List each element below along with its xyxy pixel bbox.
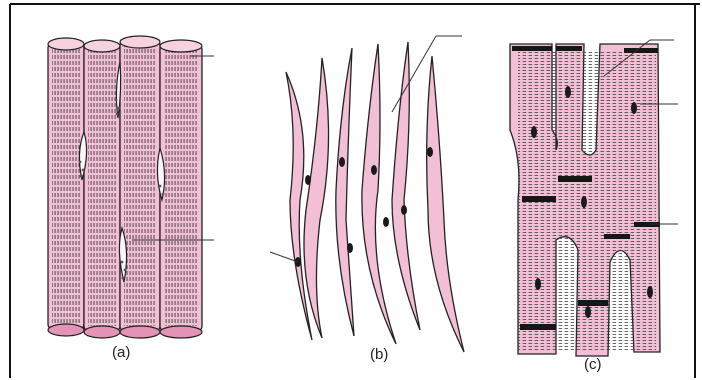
- smooth-fibre: [304, 58, 329, 338]
- panel-label-b: (b): [370, 346, 388, 363]
- panel-label-c: (c): [584, 356, 602, 373]
- smooth-fibre: [427, 56, 464, 352]
- panel-b-smooth-muscle: [270, 36, 464, 352]
- smooth-fibre: [392, 42, 420, 330]
- skeletal-fibre: [120, 40, 160, 332]
- skeletal-fibre: [84, 44, 120, 332]
- skeletal-fibre: [48, 42, 84, 330]
- skeletal-fibre: [160, 44, 202, 332]
- panel-c-cardiac-muscle: [510, 40, 678, 356]
- panel-label-a: (a): [112, 344, 130, 361]
- smooth-fibre: [336, 48, 354, 336]
- panel-a-skeletal-muscle: [48, 36, 214, 338]
- smooth-fibre: [362, 44, 396, 344]
